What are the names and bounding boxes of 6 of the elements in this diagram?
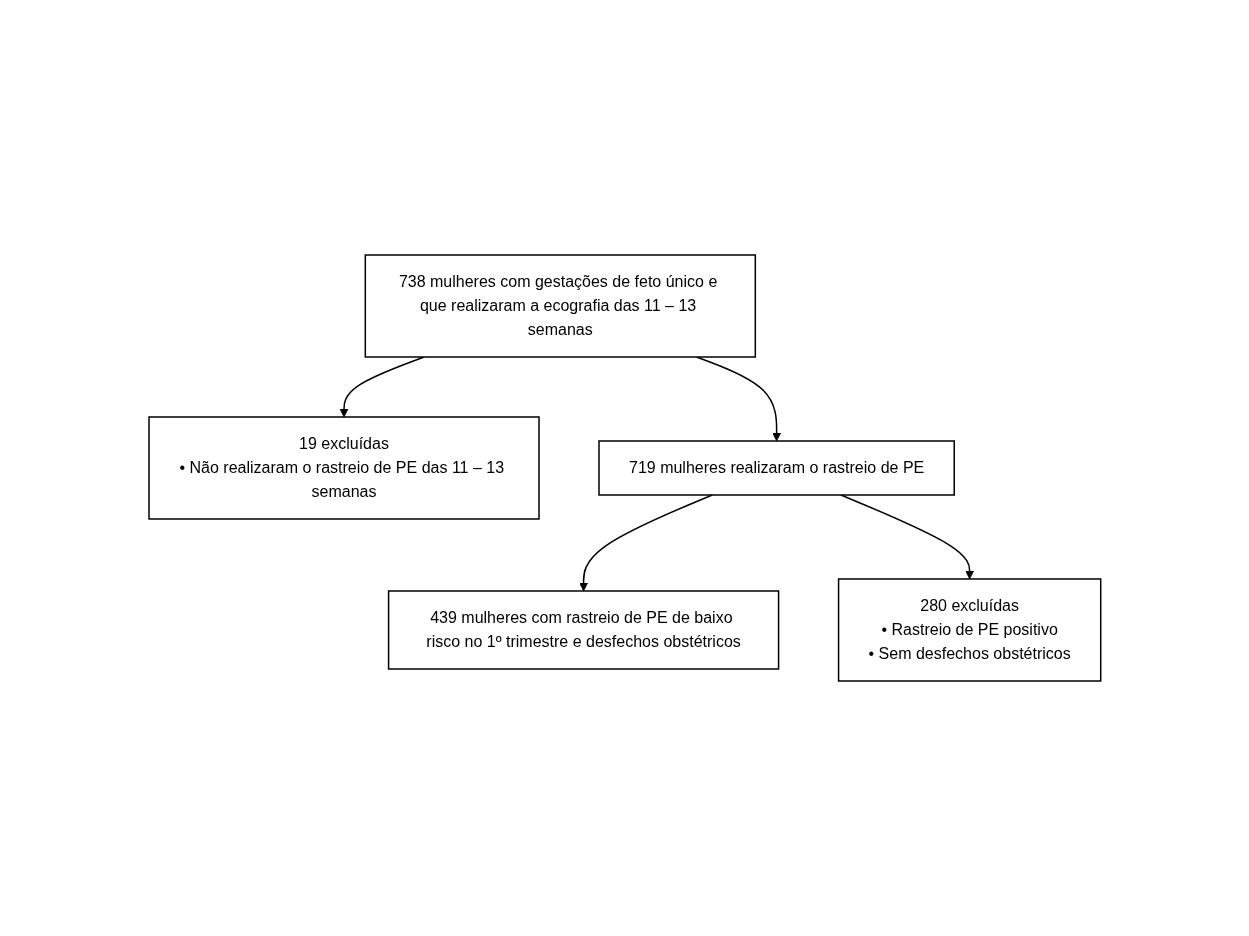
node-box: 280 excluídas • Rastreio de PE positivo • Sem desfechos obstétricos	[837, 578, 1102, 682]
node-box: 439 mulheres com rastreio de PE de baixo risco no 1º trimestre e desfechos obstétricos	[387, 590, 779, 670]
arrow	[578, 494, 713, 592]
node-box: 738 mulheres com gestações de feto único e que realizaram a ecografia das 11 – 13 semanas	[364, 254, 756, 358]
node-box: 719 mulheres realizaram o rastreio de PE	[597, 440, 955, 496]
node-box: 19 excluídas • Não realizaram o rastreio de PE das 11 – 13 semanas	[147, 416, 540, 520]
